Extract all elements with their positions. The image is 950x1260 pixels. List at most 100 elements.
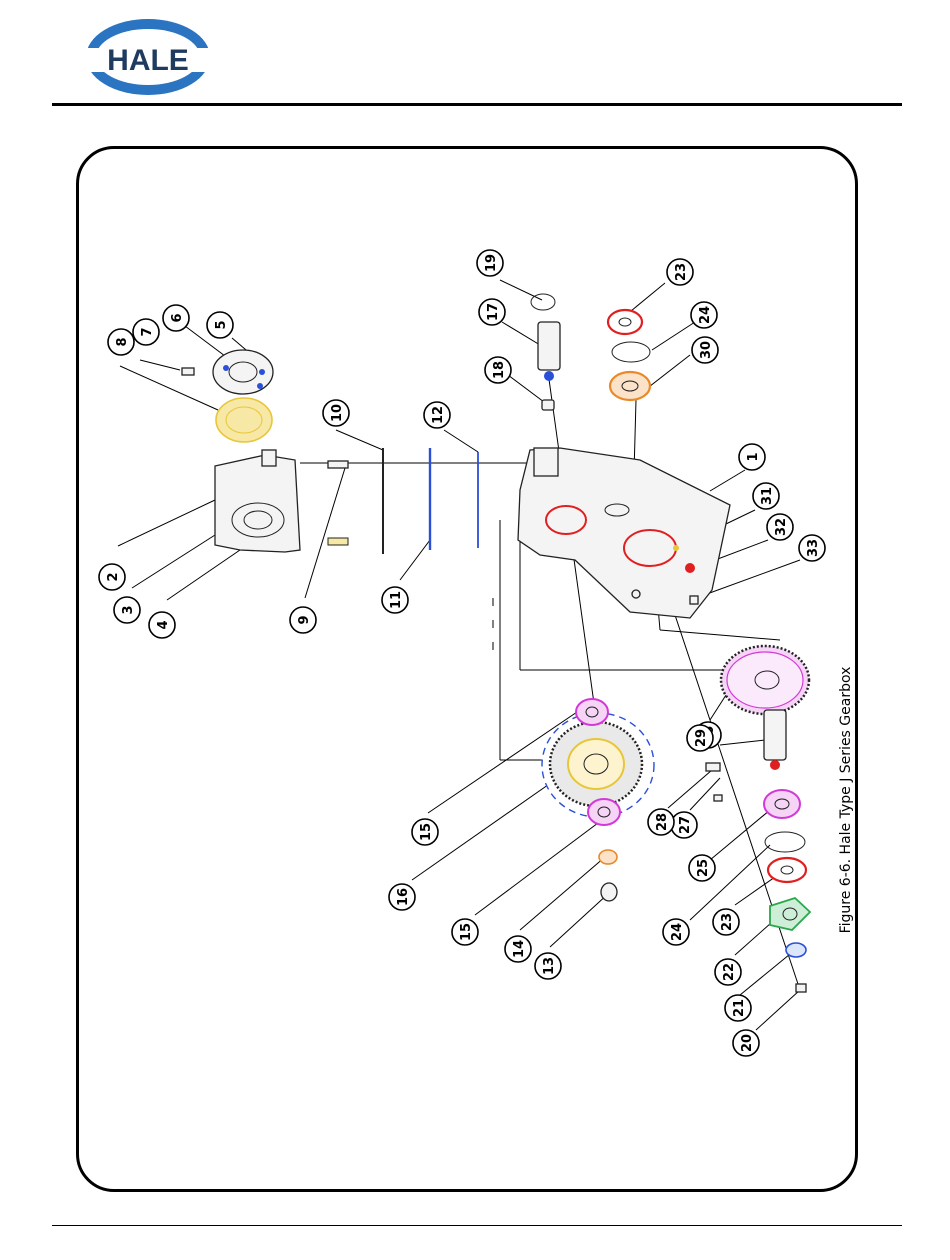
dowel-pins-part-9	[328, 461, 348, 545]
svg-text:31: 31	[760, 487, 775, 505]
key-part-27	[714, 795, 722, 801]
snap-ring-part-24-top	[612, 342, 650, 362]
callout-8: 8	[108, 329, 134, 355]
svg-text:24: 24	[698, 306, 713, 324]
svg-text:29: 29	[694, 729, 709, 747]
svg-text:30: 30	[699, 341, 714, 359]
callout-16: 16	[389, 884, 415, 910]
svg-text:7: 7	[140, 327, 155, 336]
figure-caption: Figure 6-6. Hale Type J Series Gearbox	[838, 667, 854, 934]
callout-7: 7	[133, 319, 159, 345]
callout-3: 3	[114, 597, 140, 623]
callout-17: 17	[479, 299, 505, 325]
callout-10: 10	[323, 400, 349, 426]
svg-text:5: 5	[214, 320, 229, 329]
svg-text:23: 23	[720, 913, 735, 931]
bearing-part-30	[610, 372, 650, 400]
shims-part-10-12	[383, 448, 478, 554]
svg-text:8: 8	[115, 337, 130, 346]
callout-14: 14	[505, 936, 531, 962]
plug-part-33	[690, 596, 698, 604]
seal-part-23-bottom	[768, 858, 806, 882]
callout-5: 5	[207, 312, 233, 338]
svg-text:17: 17	[486, 303, 501, 321]
svg-text:3: 3	[121, 605, 136, 614]
svg-text:16: 16	[396, 888, 411, 906]
svg-text:18: 18	[492, 361, 507, 379]
callout-29: 29	[687, 725, 713, 751]
callout-24-top: 24	[691, 302, 717, 328]
svg-text:15: 15	[459, 923, 474, 941]
callout-33: 33	[799, 535, 825, 561]
svg-text:19: 19	[484, 254, 499, 272]
callout-28: 28	[648, 809, 674, 835]
callout-31: 31	[753, 483, 779, 509]
seal-part-19	[531, 294, 555, 310]
callout-21: 21	[725, 995, 751, 1021]
svg-text:14: 14	[512, 940, 527, 958]
svg-text:24: 24	[670, 923, 685, 941]
cover-part-2	[215, 450, 300, 552]
callout-11: 11	[382, 587, 408, 613]
svg-text:11: 11	[389, 591, 404, 609]
callout-13: 13	[535, 953, 561, 979]
svg-text:21: 21	[732, 999, 747, 1017]
callout-15-top: 15	[412, 819, 438, 845]
svg-text:6: 6	[170, 313, 185, 322]
svg-text:4: 4	[156, 620, 171, 629]
gasket-part-8	[216, 398, 272, 442]
bearing-cap-part-5	[213, 350, 273, 394]
svg-text:13: 13	[542, 957, 557, 975]
svg-text:10: 10	[330, 404, 345, 422]
callout-1: 1	[739, 444, 765, 470]
input-shaft-part-17	[538, 322, 560, 381]
callout-23-bottom: 23	[713, 909, 739, 935]
svg-text:9: 9	[297, 615, 312, 624]
svg-text:1: 1	[746, 452, 761, 461]
snap-ring-part-24-bottom	[765, 832, 805, 852]
callout-4: 4	[149, 612, 175, 638]
svg-text:28: 28	[655, 813, 670, 831]
callout-32: 32	[767, 514, 793, 540]
washer-part-21	[786, 943, 806, 957]
nut-part-13	[601, 883, 617, 901]
svg-text:27: 27	[678, 816, 693, 834]
seal-part-23-top	[608, 310, 642, 334]
svg-text:20: 20	[740, 1034, 755, 1052]
callout-27: 27	[671, 812, 697, 838]
callout-30: 30	[692, 337, 718, 363]
bearing-part-15-bottom	[588, 799, 620, 825]
key-part-18	[542, 400, 554, 410]
svg-text:32: 32	[774, 518, 789, 536]
bearing-part-15-top	[576, 699, 608, 725]
callout-15-bottom: 15	[452, 919, 478, 945]
leader-lines	[118, 280, 800, 1030]
bolt-part-20	[796, 984, 806, 992]
callout-19: 19	[477, 250, 503, 276]
svg-text:15: 15	[419, 823, 434, 841]
svg-text:12: 12	[431, 406, 446, 424]
key-part-28	[706, 763, 720, 771]
washer-part-14	[599, 850, 617, 864]
output-shaft-part-26	[764, 710, 786, 770]
callout-18: 18	[485, 357, 511, 383]
screw-part-7	[182, 368, 194, 375]
svg-text:2: 2	[106, 572, 121, 581]
callout-24-bottom: 24	[663, 919, 689, 945]
callout-6: 6	[163, 305, 189, 331]
callout-23-top: 23	[667, 259, 693, 285]
callout-2: 2	[99, 564, 125, 590]
callout-9: 9	[290, 607, 316, 633]
svg-text:25: 25	[696, 859, 711, 877]
callout-25: 25	[689, 855, 715, 881]
gear-part-29	[721, 646, 809, 714]
bearing-part-25	[764, 790, 800, 818]
callout-22: 22	[715, 959, 741, 985]
svg-text:33: 33	[806, 539, 821, 557]
housing-part-1	[518, 448, 730, 618]
callout-balloons: 1 2 3 4 5 6 7 8 9 10 11 12 13 14 15 15 1…	[99, 250, 825, 1056]
flange-part-22	[770, 898, 810, 930]
callout-20: 20	[733, 1030, 759, 1056]
svg-text:23: 23	[674, 263, 689, 281]
